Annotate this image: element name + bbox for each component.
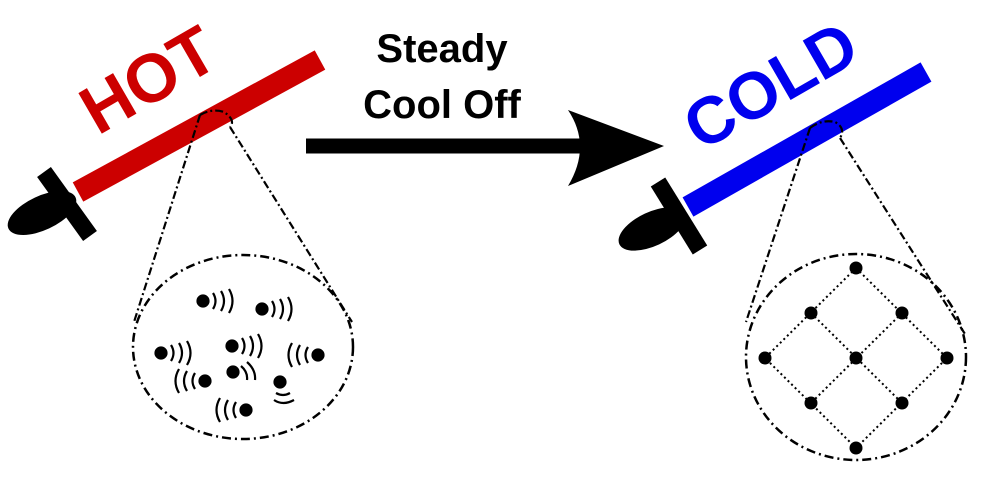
arrow-head bbox=[568, 110, 664, 186]
hot-particles bbox=[154, 288, 325, 423]
lattice-atoms bbox=[758, 261, 954, 455]
hot-panel: HOT bbox=[7, 11, 355, 441]
hot-zoom-circle bbox=[131, 253, 355, 441]
arrow-label-line2: Cool Off bbox=[363, 83, 521, 127]
hot-magnifier-cone bbox=[132, 109, 353, 323]
hot-particle bbox=[174, 368, 212, 394]
hot-particle bbox=[225, 333, 263, 359]
lattice-atom bbox=[804, 396, 818, 410]
lattice-atom bbox=[895, 396, 909, 410]
lattice-atom bbox=[758, 351, 772, 365]
hot-particle bbox=[287, 342, 325, 368]
hot-handle bbox=[7, 191, 77, 235]
cooling-arrow: Steady Cool Off bbox=[306, 27, 664, 186]
cold-panel: COLD bbox=[618, 6, 968, 462]
cold-lattice bbox=[758, 261, 954, 455]
lattice-atom bbox=[804, 306, 818, 320]
hot-blade bbox=[72, 50, 326, 202]
lattice-atom bbox=[849, 351, 863, 365]
hot-particle bbox=[273, 375, 295, 405]
hot-particle bbox=[215, 397, 253, 423]
cold-magnifier-cone bbox=[744, 120, 966, 335]
hot-particle bbox=[196, 288, 234, 314]
arrow-label-line1: Steady bbox=[376, 27, 508, 71]
hot-particle bbox=[154, 340, 192, 366]
cold-zoom-circle bbox=[744, 252, 968, 462]
lattice-atom bbox=[849, 441, 863, 455]
hot-particle bbox=[255, 296, 293, 322]
hot-particle bbox=[226, 361, 257, 381]
lattice-atom bbox=[940, 351, 954, 365]
lattice-atom bbox=[895, 306, 909, 320]
cold-handle bbox=[618, 207, 686, 251]
lattice-atom bbox=[849, 261, 863, 275]
